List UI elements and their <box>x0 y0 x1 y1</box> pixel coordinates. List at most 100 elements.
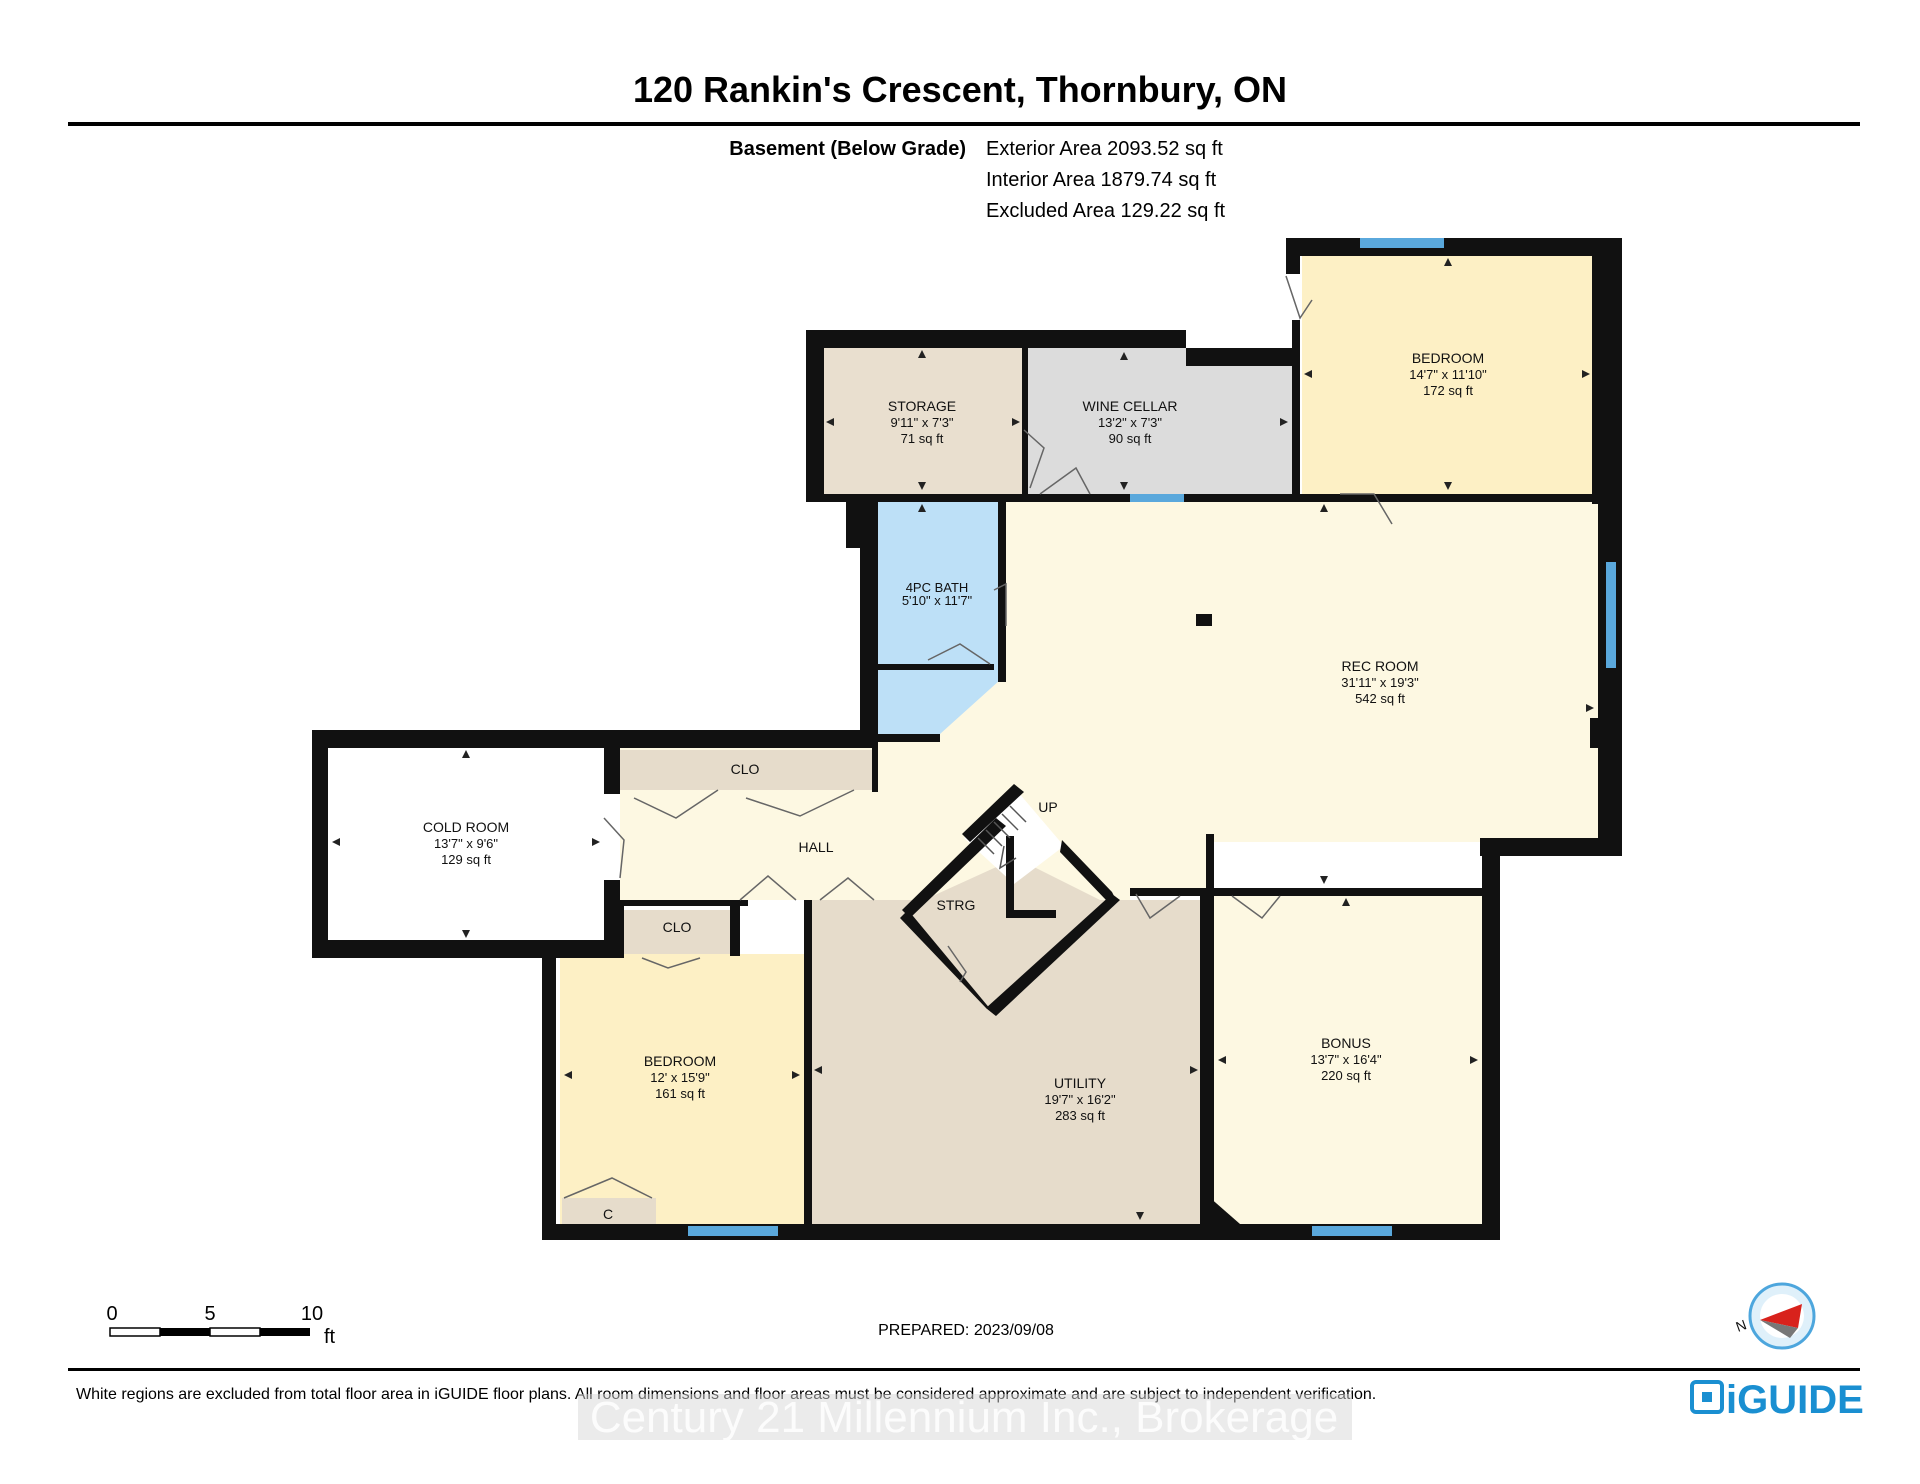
wall <box>986 894 1120 1016</box>
stair-tread <box>977 837 995 855</box>
wall <box>312 940 618 958</box>
scale-segment <box>160 1328 210 1336</box>
dim-arrow <box>332 838 340 846</box>
wall <box>846 494 878 548</box>
wall <box>730 900 740 956</box>
wall <box>1186 348 1296 366</box>
wall <box>618 900 748 906</box>
scale-tick-5: 5 <box>204 1303 215 1325</box>
cold-room-dims: 13'7" x 9'6" <box>434 836 498 851</box>
cold-room-area: 129 sq ft <box>441 852 491 867</box>
doors <box>563 275 1393 1199</box>
bedroom-ne-name: BEDROOM <box>1412 350 1484 366</box>
walls <box>312 238 1622 1240</box>
wall <box>998 502 1006 682</box>
window <box>1312 1226 1392 1236</box>
clo-hall-fill <box>620 750 872 790</box>
dim-arrow <box>462 930 470 938</box>
door-swing <box>641 957 701 969</box>
dim-arrow <box>1444 482 1452 490</box>
bedroom-ne-dims: 14'7" x 11'10" <box>1409 367 1487 382</box>
dim-arrow <box>792 1071 800 1079</box>
scale-segment <box>109 1327 161 1337</box>
iguide-logo: iGUIDE <box>1690 1378 1864 1422</box>
dim-arrow <box>1120 352 1128 360</box>
windows <box>688 238 1616 1236</box>
dim-arrow <box>1218 1056 1226 1064</box>
bedroom-ne-fill <box>1302 256 1592 494</box>
iguide-logo-icon-dot <box>1702 1392 1712 1402</box>
wall <box>962 784 1024 842</box>
prepared-date: PREPARED: 2023/09/08 <box>878 1322 1054 1339</box>
wall <box>1210 888 1482 896</box>
rec-room-area: 542 sq ft <box>1355 691 1405 706</box>
watermark-backdrop <box>578 1394 1352 1440</box>
storage-area: 71 sq ft <box>901 431 944 446</box>
bedroom-sw-name: BEDROOM <box>644 1053 716 1069</box>
door-swing <box>1340 493 1393 525</box>
wall <box>1286 238 1622 256</box>
clo-bed-name: CLO <box>663 919 692 935</box>
wall <box>902 818 1006 918</box>
bedroom-sw-dims: 12' x 15'9" <box>650 1070 710 1085</box>
scale-tick-0: 0 <box>106 1303 117 1325</box>
compass-needle-icon <box>1760 1320 1798 1338</box>
room-labels: STORAGE 9'11" x 7'3" 71 sq ft WINE CELLA… <box>423 350 1487 1222</box>
wall <box>618 900 624 954</box>
window <box>688 1226 778 1236</box>
dim-arrow <box>814 1066 822 1074</box>
dim-arrow <box>1444 258 1452 266</box>
wall <box>1292 320 1300 500</box>
storage-fill <box>822 348 1022 494</box>
up-label: UP <box>1038 799 1057 815</box>
wall <box>1604 238 1622 856</box>
wall <box>542 950 624 958</box>
utility-name: UTILITY <box>1054 1075 1107 1091</box>
room-fills <box>328 256 1598 1224</box>
dim-arrow <box>1470 1056 1478 1064</box>
wall <box>1200 896 1208 1224</box>
door-swing <box>947 945 967 983</box>
utility-dims: 19'7" x 16'2" <box>1044 1092 1116 1107</box>
wall <box>542 1224 1500 1240</box>
dim-arrow <box>1190 1066 1198 1074</box>
wall <box>604 748 620 794</box>
clo-hall-name: CLO <box>731 761 760 777</box>
bedroom-sw-fill <box>560 954 804 1224</box>
door-swing <box>1039 466 1091 495</box>
scale-unit: ft <box>324 1326 336 1348</box>
wall <box>312 730 328 958</box>
door-swing <box>1135 893 1181 920</box>
exterior-area: Exterior Area 2093.52 sq ft <box>986 138 1223 160</box>
storage-name: STORAGE <box>888 398 956 414</box>
door-swing <box>927 643 991 665</box>
strg-fill <box>902 858 1100 1004</box>
wall <box>900 910 996 1016</box>
door-swing <box>993 582 1007 626</box>
stair-arrow <box>998 845 1017 870</box>
clo-bed-fill <box>624 910 730 954</box>
brand-name: iGUIDE <box>1726 1378 1864 1422</box>
stair-tread <box>1009 805 1027 823</box>
dim-arrow <box>1012 418 1020 426</box>
window <box>1130 494 1184 502</box>
page-title: 120 Rankin's Crescent, Thornbury, ON <box>633 69 1287 110</box>
stairs <box>977 805 1027 870</box>
dim-arrow <box>826 418 834 426</box>
door-swing <box>745 789 855 817</box>
wall <box>806 494 1618 502</box>
wall <box>604 880 620 940</box>
wall <box>312 730 878 748</box>
north-arrow-icon <box>1760 1304 1802 1328</box>
interior-area: Interior Area 1879.74 sq ft <box>986 169 1217 191</box>
scale-segment <box>209 1327 261 1337</box>
wall <box>542 950 556 1240</box>
excluded-area: Excluded Area 129.22 sq ft <box>986 200 1225 222</box>
wall <box>1060 840 1116 900</box>
compass: N <box>1734 1282 1816 1350</box>
wall <box>804 900 812 1224</box>
dim-arrow <box>462 750 470 758</box>
wall <box>806 330 1186 348</box>
wall <box>1208 1196 1240 1224</box>
iguide-logo-icon <box>1690 1380 1724 1414</box>
